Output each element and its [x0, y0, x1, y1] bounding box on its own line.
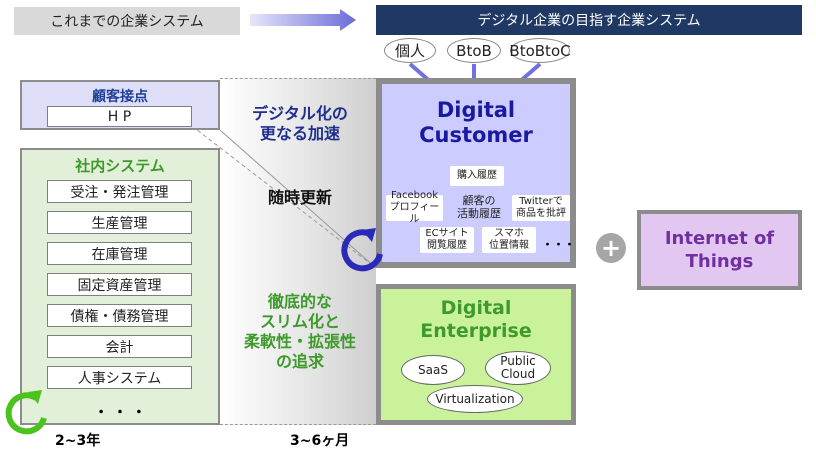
- digital-enterprise-title: Digital Enterprise: [420, 297, 532, 342]
- iot-box: Internet of Things: [637, 210, 802, 290]
- channel-btob: BtoB: [447, 38, 501, 63]
- internal-item: 在庫管理: [47, 242, 192, 265]
- internal-system-title: 社内システム: [75, 157, 165, 175]
- slim-text: 徹底的な スリム化と 柔軟性・拡張性 の追求: [243, 292, 356, 371]
- internal-item: 受注・発注管理: [47, 180, 192, 203]
- channel-btobtoc: BtoBtoC: [509, 38, 571, 63]
- legacy-cycle-icon: [5, 390, 47, 435]
- transition-arrow: [250, 9, 356, 31]
- iot-title: Internet of Things: [664, 228, 775, 272]
- card-ec-site: ECサイト 閲覧履歴: [420, 227, 474, 253]
- internal-item: 生産管理: [47, 211, 192, 234]
- cloud-saas: SaaS: [401, 355, 465, 385]
- legacy-system-label: これまでの企業システム: [14, 7, 240, 35]
- internal-item: 会計: [47, 335, 192, 358]
- card-purchase-history: 購入履歴: [450, 166, 504, 186]
- digital-customer-box: Digital Customer 購入履歴 Facebook プロフィール 顧客…: [376, 78, 576, 268]
- internal-item: 債権・債務管理: [47, 304, 192, 327]
- acceleration-text: デジタル化の 更なる加速: [252, 104, 348, 143]
- digital-customer-title: Digital Customer: [419, 98, 533, 147]
- cloud-public: Public Cloud: [485, 351, 551, 385]
- internal-item: 人事システム: [47, 366, 192, 389]
- activity-history-label: 顧客の 活動履歴: [457, 194, 501, 220]
- transition-area: [220, 78, 376, 425]
- channel-individual: 個人: [384, 38, 436, 63]
- legacy-cycle-label: 2~3年: [55, 433, 101, 449]
- cloud-virtualization: Virtualization: [427, 385, 523, 413]
- plus-icon: +: [596, 233, 626, 263]
- card-facebook: Facebook プロフィール: [386, 190, 443, 225]
- digital-system-header: デジタル企業の目指す企業システム: [376, 5, 802, 35]
- card-smartphone: スマホ 位置情報: [482, 227, 536, 253]
- customer-more: ・・・: [542, 238, 575, 251]
- hp-item: H P: [47, 106, 192, 127]
- update-text: 随時更新: [267, 188, 332, 207]
- update-cycle-icon: [341, 228, 383, 272]
- card-twitter: Twitterで 商品を批評: [512, 195, 570, 221]
- digital-cycle-label: 3~6ヶ月: [290, 433, 350, 449]
- digital-enterprise-box: Digital Enterprise SaaS Public Cloud Vir…: [376, 284, 576, 425]
- internal-more: ・ ・ ・: [94, 405, 146, 421]
- customer-contact-title: 顧客接点: [92, 89, 148, 105]
- internal-item: 固定資産管理: [47, 273, 192, 296]
